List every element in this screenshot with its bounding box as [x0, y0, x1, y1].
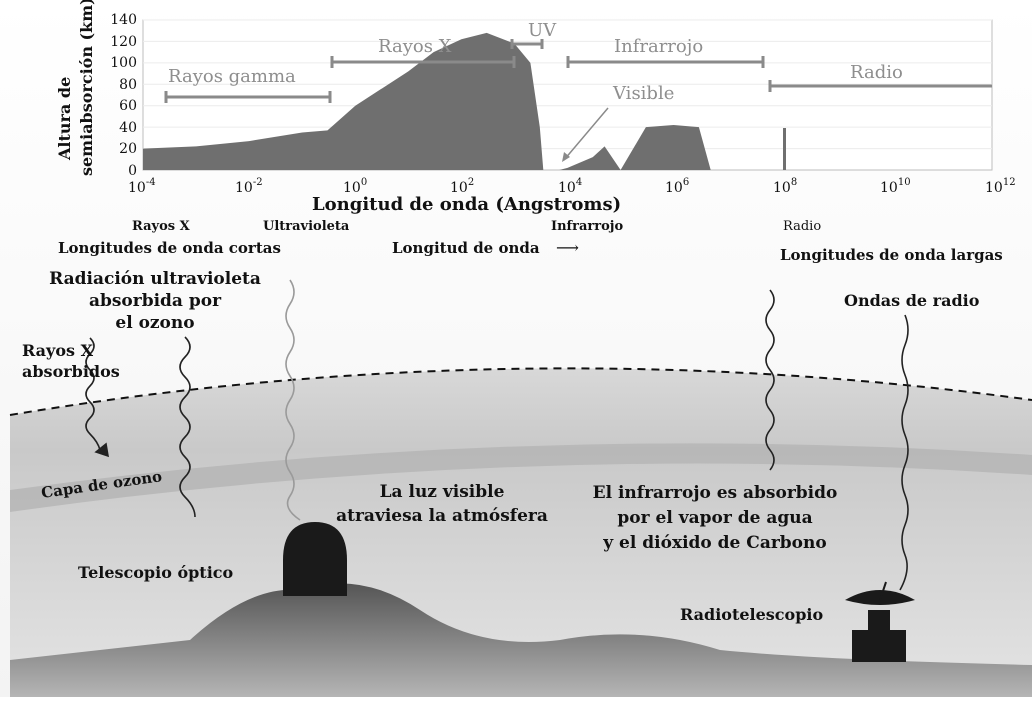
x-tick: 106 — [665, 177, 689, 196]
y-tick: 100 — [110, 55, 137, 71]
y-tick: 60 — [119, 98, 137, 114]
absorption-area — [143, 32, 992, 171]
radio-waves-label: Ondas de radio — [844, 291, 980, 310]
y-tick: 80 — [119, 77, 137, 93]
x-tick: 102 — [450, 177, 474, 196]
x-tick: 1012 — [985, 177, 1016, 196]
y-tick: 140 — [110, 12, 137, 28]
ozone-layer — [10, 443, 1032, 512]
wavelength-label: Longitud de onda — [392, 239, 540, 257]
radio-spike — [783, 128, 786, 170]
visible-wave — [285, 279, 301, 521]
x-tick: 10-4 — [128, 177, 156, 196]
x-axis-ticks: 10-4 10-2 100 102 104 106 108 1010 1012 — [128, 177, 1016, 196]
optical-telescope-label: Telescopio óptico — [78, 563, 234, 582]
x-tick: 1010 — [880, 177, 911, 196]
band-labels: Rayos gamma Rayos X UV Infrarrojo Visibl… — [168, 20, 903, 104]
infrared-label-line2: por el vapor de agua — [617, 508, 812, 528]
optical-telescope-icon — [283, 522, 347, 596]
x-tick: 10-2 — [235, 177, 263, 196]
absorption-chart: Rayos gamma Rayos X UV Infrarrojo Visibl… — [55, 0, 1016, 215]
visible-pointer — [563, 107, 609, 161]
y-axis-ticks: 0 20 40 60 80 100 120 140 — [110, 12, 137, 179]
y-tick: 20 — [119, 141, 137, 157]
infrared-wave — [765, 289, 775, 471]
short-wavelengths-label: Longitudes de onda cortas — [58, 239, 281, 257]
xray-arrowhead-icon — [94, 442, 110, 458]
x-tick: 108 — [773, 177, 797, 196]
band-label-xray: Rayos X — [378, 36, 452, 57]
scale-xray: Rayos X — [132, 219, 191, 234]
y-tick: 0 — [128, 163, 137, 179]
long-wavelengths-label: Longitudes de onda largas — [780, 246, 1003, 264]
scale-radio: Radio — [783, 219, 821, 234]
y-tick: 40 — [119, 120, 137, 136]
visible-label-line1: La luz visible — [380, 482, 505, 502]
x-tick: 104 — [558, 177, 582, 196]
infrared-label-line3: y el dióxido de Carbono — [602, 533, 826, 553]
xray-wave — [85, 337, 101, 451]
x-axis-label: Longitud de onda (Angstroms) — [312, 194, 621, 215]
y-axis-label-line1: Altura de — [55, 77, 74, 161]
radio-wave — [899, 314, 909, 591]
scale-ultraviolet: Ultravioleta — [263, 219, 350, 234]
radio-telescope-icon — [845, 581, 915, 662]
y-tick: 120 — [110, 34, 137, 50]
infrared-label-line1: El infrarrojo es absorbido — [593, 483, 838, 503]
scale-infrared: Infrarrojo — [551, 219, 623, 234]
band-label-visible: Visible — [612, 83, 674, 104]
y-gridlines — [143, 19, 992, 150]
band-label-uv: UV — [528, 20, 557, 41]
uv-label-line3: el ozono — [115, 313, 194, 333]
band-label-radio: Radio — [850, 62, 903, 83]
uv-label-line2: absorbida por — [89, 291, 222, 311]
x-tick: 100 — [343, 177, 367, 196]
y-axis-label-line2: semiabsorción (km) — [77, 0, 96, 176]
wave-lines — [85, 279, 909, 591]
radio-telescope-label: Radiotelescopio — [680, 605, 823, 624]
band-label-infrared: Infrarrojo — [614, 36, 703, 57]
band-range-bars — [164, 39, 992, 162]
uv-wave — [179, 336, 196, 518]
band-label-gamma: Rayos gamma — [168, 66, 296, 87]
atmosphere-boundary — [9, 367, 1032, 416]
xray-absorbed-line2: absorbidos — [22, 362, 120, 381]
xray-absorbed-line1: Rayos X — [22, 341, 94, 360]
wavelength-scale: Rayos X Ultravioleta Infrarrojo Radio Lo… — [58, 219, 1003, 264]
ground-hills — [10, 583, 1032, 697]
wavelength-arrow-icon: ⟶ — [556, 238, 579, 257]
visible-label-line2: atraviesa la atmósfera — [336, 506, 548, 526]
atmosphere-scene: Radiación ultravioleta absorbida por el … — [9, 269, 1032, 697]
uv-label-line1: Radiación ultravioleta — [49, 269, 261, 289]
